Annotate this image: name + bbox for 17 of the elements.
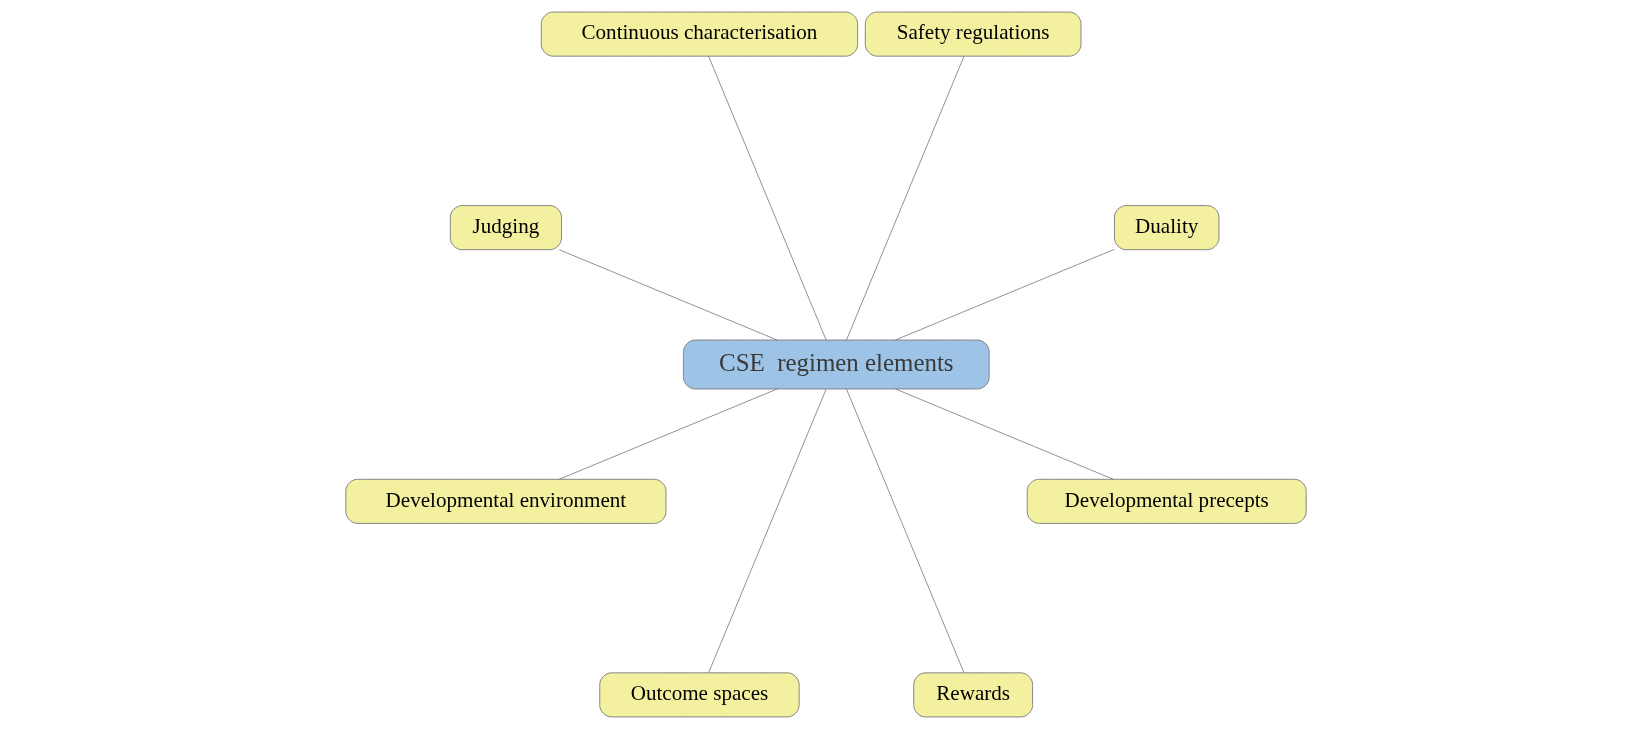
connector: [846, 388, 965, 674]
connector: [895, 248, 1115, 341]
node-box: Safety regulations: [864, 11, 1082, 57]
connector: [708, 55, 827, 341]
connector: [558, 388, 778, 480]
connector: [846, 55, 965, 341]
connector: [895, 388, 1114, 480]
node-box: Continuous characterisation: [540, 11, 859, 57]
node-box: Rewards: [913, 672, 1034, 718]
node-box: Outcome spaces: [599, 672, 800, 718]
node-box: Judging: [449, 205, 562, 251]
connector: [558, 249, 778, 341]
connector: [708, 388, 827, 674]
node-box: Duality: [1113, 205, 1220, 251]
node-box: Developmental precepts: [1026, 478, 1307, 524]
node-box: CSE regimen elements: [682, 339, 990, 390]
node-box: Developmental environment: [345, 478, 667, 524]
